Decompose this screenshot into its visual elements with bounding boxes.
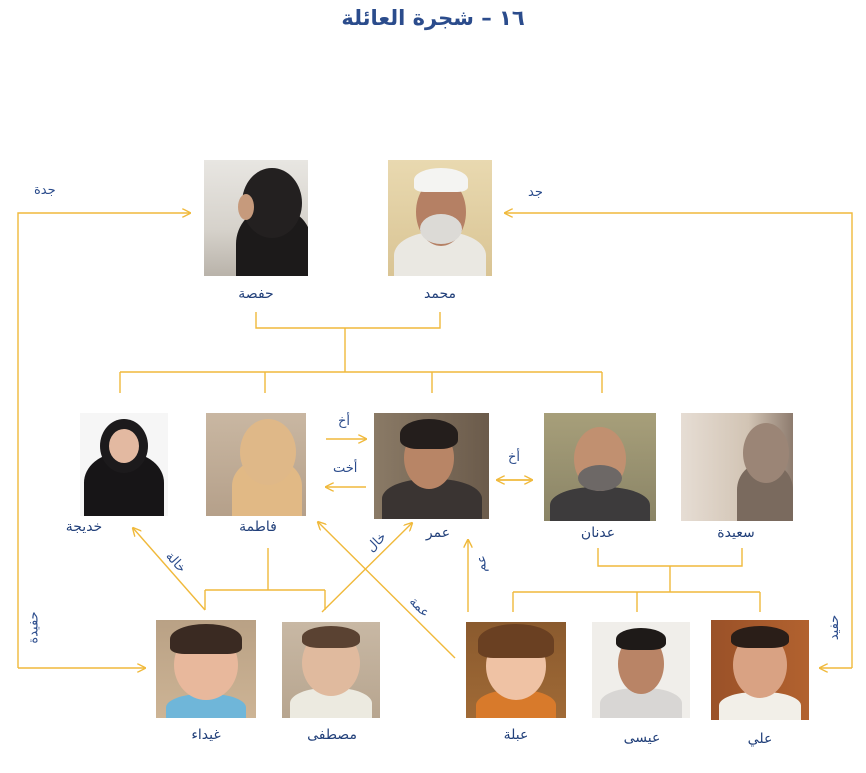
label-akh-top: أخ: [338, 414, 351, 429]
name-ali: علي: [747, 731, 773, 747]
adnan-photo: [544, 413, 656, 521]
ali-photo: [711, 620, 809, 720]
jadd-arrow: [505, 213, 853, 668]
name-saeeda: سعيدة: [717, 525, 755, 541]
hafsa-photo: [204, 160, 308, 276]
name-omar: عمر: [425, 525, 451, 541]
abla-photo: [466, 622, 566, 718]
name-adnan: عدنان: [580, 525, 616, 541]
name-abla: عبلة: [503, 727, 529, 743]
jadda-arrow: [17, 213, 190, 668]
ghaida-photo: [156, 620, 256, 718]
label-amm: عم: [474, 555, 490, 572]
adnan-saeeda-bracket: [597, 548, 743, 567]
khal-arrow: [321, 523, 412, 613]
fatima-photo: [206, 413, 306, 516]
label-akh-right: أخ: [508, 450, 521, 465]
khala-arrow: [133, 528, 206, 611]
name-mohammad: محمد: [424, 286, 456, 302]
label-jadd: جد: [528, 185, 543, 200]
name-fatima: فاطمة: [239, 519, 277, 535]
mohammad-photo: [388, 160, 492, 276]
name-mustafa: مصطفى: [307, 727, 357, 743]
amma-arrow: [318, 522, 456, 659]
eesa-photo: [592, 622, 690, 718]
label-jadda: جدة: [34, 183, 56, 198]
khadija-photo: [80, 413, 168, 516]
grandparents-bracket: [255, 312, 441, 329]
label-hafeed: حفيد: [827, 614, 843, 641]
label-hafeeda: حفيدة: [26, 611, 42, 644]
omar-photo: [374, 413, 489, 519]
name-khadija: خديجة: [65, 519, 103, 535]
mustafa-photo: [282, 622, 380, 718]
label-ukht: أخت: [333, 461, 358, 476]
saeeda-photo: [681, 413, 793, 521]
name-hafsa: حفصة: [238, 286, 274, 302]
page-title: ١٦ – شجرة العائلة: [341, 6, 525, 30]
name-ghaida: غيداء: [191, 727, 221, 743]
name-eesa: عيسى: [623, 730, 661, 746]
